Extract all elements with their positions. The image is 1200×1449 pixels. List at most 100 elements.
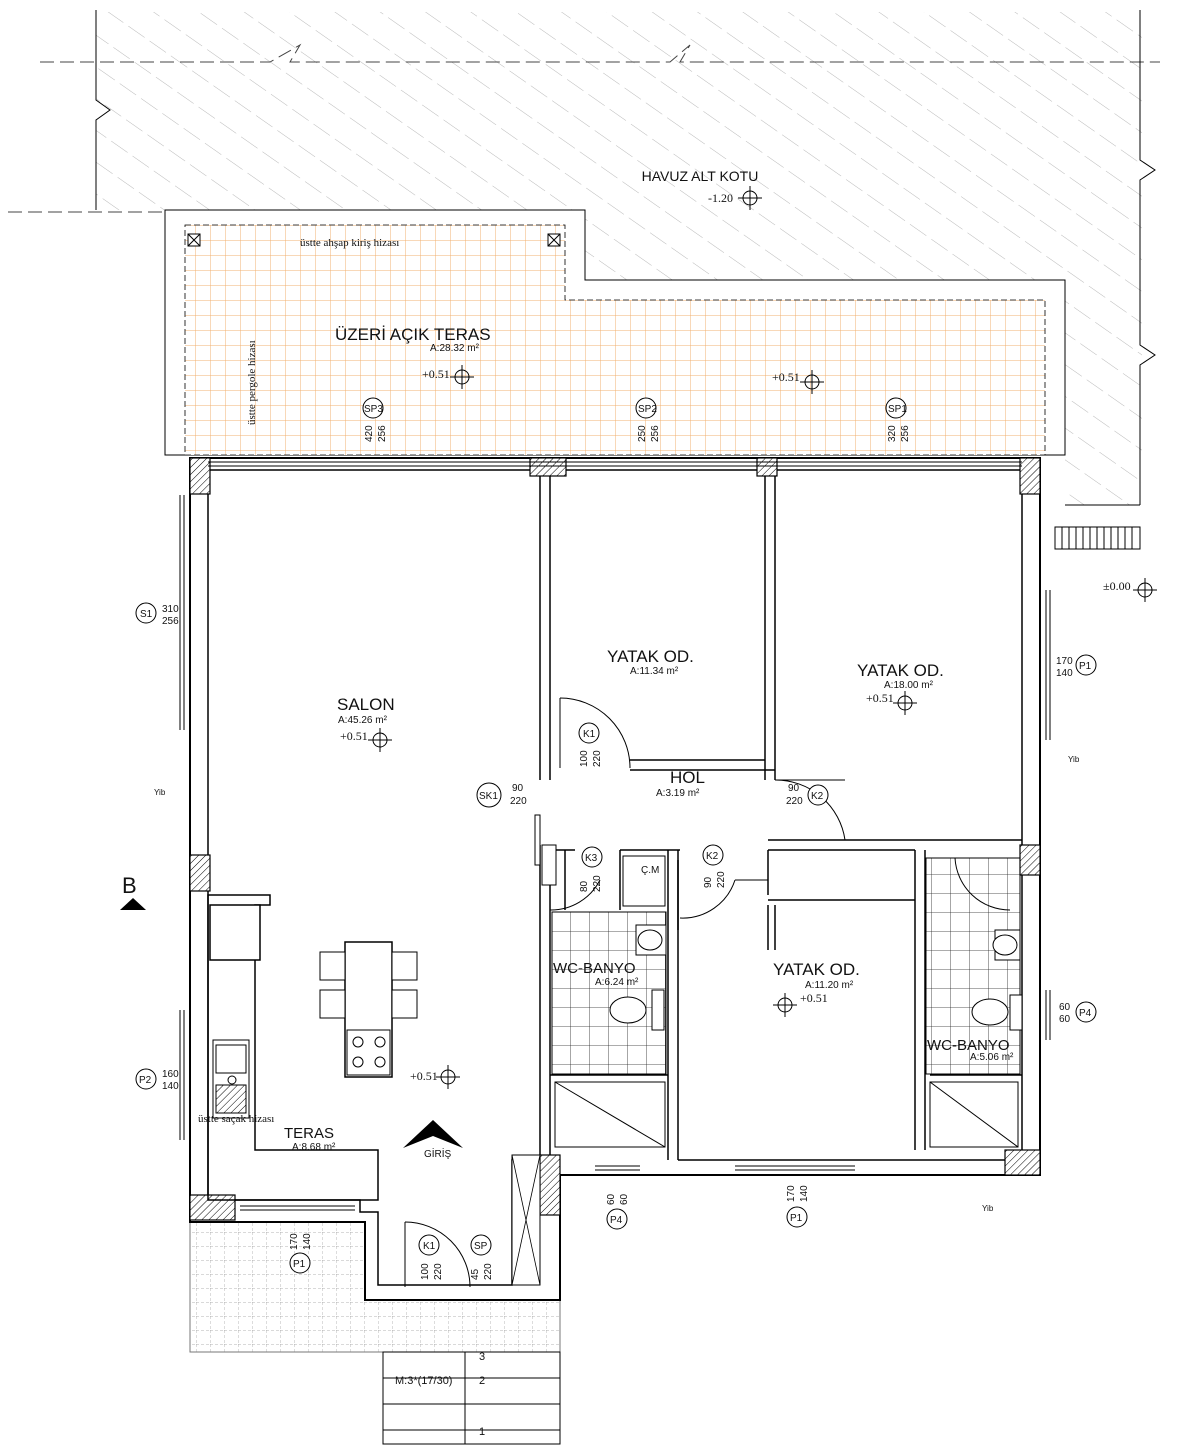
tag-p1t-id: P1 xyxy=(293,1259,306,1270)
yib-label-2: Yib xyxy=(1068,755,1080,764)
tag-p4r-w: 60 xyxy=(1059,1002,1071,1013)
tag-p1r-w: 170 xyxy=(1056,656,1073,667)
wc1-name: WC-BANYO xyxy=(553,960,636,977)
tag-p4b-h: 60 xyxy=(619,1193,630,1205)
tag-sp-id: SP xyxy=(474,1241,488,1252)
beam-note: üstte ahşap kiriş hizası xyxy=(300,237,399,249)
tag-p1r-h: 140 xyxy=(1056,668,1073,679)
yib-label-3: Yib xyxy=(982,1204,994,1213)
pool-steps xyxy=(1054,526,1141,550)
yatak2-name: YATAK OD. xyxy=(857,661,944,680)
tag-p1t-w: 170 xyxy=(289,1233,300,1250)
entry-terrace-title: TERAS xyxy=(284,1125,334,1142)
entry-stairs xyxy=(382,1351,561,1445)
tag-sp2-w: 250 xyxy=(637,425,648,442)
yatak1-area: A:11.34 m² xyxy=(630,666,679,677)
wc2-tiles xyxy=(925,857,1021,1075)
yatak1-name: YATAK OD. xyxy=(607,647,694,666)
hol-area: A:3.19 m² xyxy=(656,788,700,799)
tag-s1-w: 310 xyxy=(162,604,179,615)
tag-p2-w: 160 xyxy=(162,1069,179,1080)
pool-area xyxy=(8,10,1160,550)
yatak2-level: +0.51 xyxy=(866,691,894,705)
tag-sp3-id: SP3 xyxy=(364,404,383,415)
columns xyxy=(189,457,1041,1221)
tag-s1-h: 256 xyxy=(162,616,179,627)
open-terrace-title: ÜZERİ AÇIK TERAS xyxy=(335,325,491,344)
tag-k2b-h: 220 xyxy=(716,871,727,888)
tag-p4b-id: P4 xyxy=(610,1215,623,1226)
tag-s1-id: S1 xyxy=(140,609,153,620)
tag-k1b-w: 100 xyxy=(420,1263,431,1280)
tag-p4b-w: 60 xyxy=(606,1193,617,1205)
tag-k2a-h: 220 xyxy=(786,796,803,807)
kitchen xyxy=(207,894,418,1201)
wc1-area: A:6.24 m² xyxy=(595,977,639,988)
tag-p2-id: P2 xyxy=(139,1075,152,1086)
tag-k1a-h: 220 xyxy=(592,750,603,767)
salon-level: +0.51 xyxy=(340,729,368,743)
tag-k3-w: 80 xyxy=(579,880,590,892)
tag-p2-h: 140 xyxy=(162,1081,179,1092)
entry-terrace-level: +0.51 xyxy=(410,1069,438,1083)
open-terrace-level-2: +0.51 xyxy=(772,370,800,384)
tag-k2b-id: K2 xyxy=(706,851,719,862)
stair-step-2: 2 xyxy=(479,1375,485,1387)
tag-p4r-h: 60 xyxy=(1059,1014,1071,1025)
ground-level: ±0.00 xyxy=(1103,579,1131,593)
tag-k3-id: K3 xyxy=(585,853,598,864)
salon-area: A:45.26 m² xyxy=(338,715,388,726)
wc2-area: A:5.06 m² xyxy=(970,1052,1014,1063)
entry-terrace-area: A:8.68 m² xyxy=(292,1142,336,1153)
tag-k3-h: 220 xyxy=(592,875,603,892)
tag-sp2-id: SP2 xyxy=(638,404,657,415)
pool-title: HAVUZ ALT KOTU xyxy=(642,168,759,184)
open-terrace-area: A:28.32 m² xyxy=(430,343,480,354)
tag-p1b-id: P1 xyxy=(790,1213,803,1224)
cm-label: Ç.M xyxy=(641,865,659,876)
tag-sk1-h: 220 xyxy=(510,796,527,807)
tag-sp-w: 45 xyxy=(470,1268,481,1280)
salon-name: SALON xyxy=(337,695,395,714)
section-b-label: B xyxy=(122,873,137,898)
yib-label-1: Yib xyxy=(154,788,166,797)
interior-walls xyxy=(539,470,1022,1160)
yatak3-level: +0.51 xyxy=(800,991,828,1005)
tag-p4r-id: P4 xyxy=(1079,1008,1092,1019)
outer-walls xyxy=(189,457,1041,1301)
pergola-note: üstte pergole hizası xyxy=(246,340,258,425)
entry-label: GİRİŞ xyxy=(424,1147,452,1160)
tag-k2b-w: 90 xyxy=(703,876,714,888)
yatak3-area: A:11.20 m² xyxy=(805,980,854,991)
open-terrace xyxy=(164,209,1066,456)
hol-name: HOL xyxy=(670,768,705,787)
yatak2-area: A:18.00 m² xyxy=(884,680,934,691)
stair-step-3: 3 xyxy=(479,1351,485,1363)
tag-sk1-w: 90 xyxy=(512,783,524,794)
sanitary-fixtures xyxy=(609,855,1023,1031)
tag-p1b-h: 140 xyxy=(799,1185,810,1202)
tag-k2a-id: K2 xyxy=(811,791,824,802)
wc2-name: WC-BANYO xyxy=(927,1037,1010,1054)
tag-sp1-id: SP1 xyxy=(888,404,907,415)
tag-k1b-id: K1 xyxy=(423,1241,436,1252)
opening-tags xyxy=(135,397,1097,1274)
tag-sp2-h: 256 xyxy=(650,425,661,442)
yatak3-name: YATAK OD. xyxy=(773,960,860,979)
tag-k1a-id: K1 xyxy=(583,729,596,740)
level-markers xyxy=(368,186,1157,1089)
door-swings xyxy=(404,697,1011,1288)
tag-sp1-w: 320 xyxy=(887,425,898,442)
tag-k1b-h: 220 xyxy=(433,1263,444,1280)
stair-step-1: 1 xyxy=(479,1426,485,1438)
section-marks xyxy=(120,898,463,1148)
eave-note: üstte saçak hizası xyxy=(198,1113,274,1125)
tag-k2a-w: 90 xyxy=(788,783,800,794)
pool-level: -1.20 xyxy=(708,191,733,205)
open-terrace-level-1: +0.51 xyxy=(422,367,450,381)
tag-sk1-id: SK1 xyxy=(479,791,498,802)
windows xyxy=(179,461,1051,1211)
tag-sp3-h: 256 xyxy=(377,425,388,442)
stair-label: M:3*(17/30) xyxy=(395,1375,452,1387)
